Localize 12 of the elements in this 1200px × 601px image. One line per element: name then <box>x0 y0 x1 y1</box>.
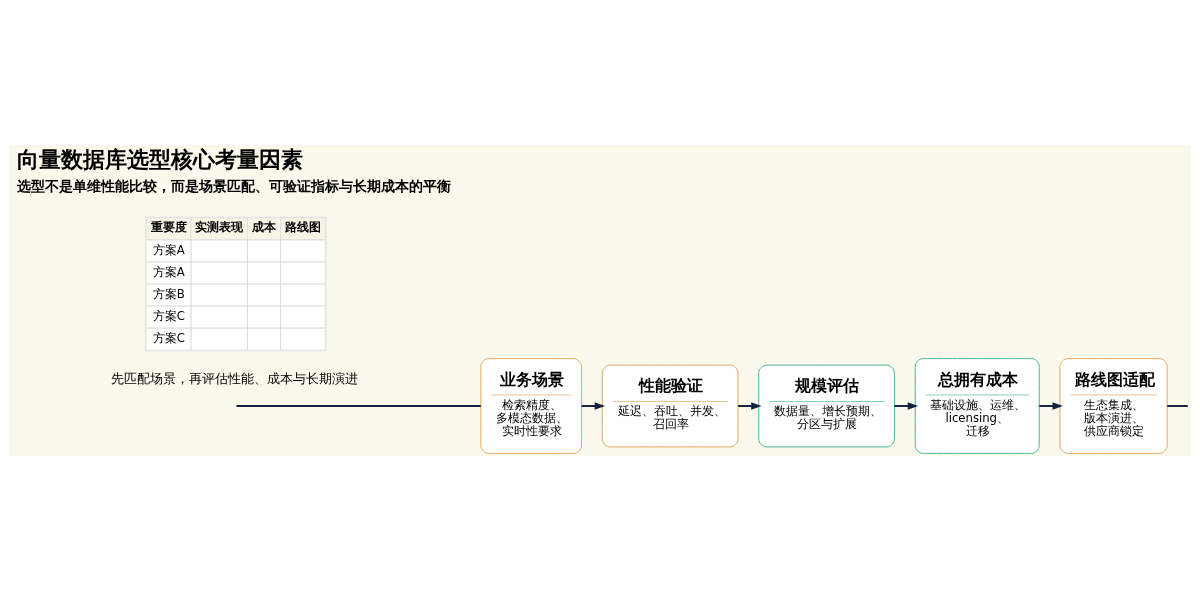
label: 方案B <box>152 286 185 301</box>
label: 先匹配场景，再评估性能、成本与长期演进 <box>110 370 358 386</box>
label: 重要度 <box>150 219 187 234</box>
label: 方案C <box>152 330 185 345</box>
label: 实测表现 <box>195 219 244 234</box>
label: 方案A <box>152 242 185 257</box>
label: 方案A <box>152 264 185 279</box>
label: 路线图 <box>285 219 322 234</box>
label: 成本 <box>251 219 276 234</box>
label: 方案C <box>152 308 185 323</box>
label: 选型不是单维性能比较，而是场景匹配、可验证指标与长期成本的平衡 <box>16 178 451 195</box>
diagram-title: 向量数据库选型核心考量因素 <box>16 147 303 173</box>
